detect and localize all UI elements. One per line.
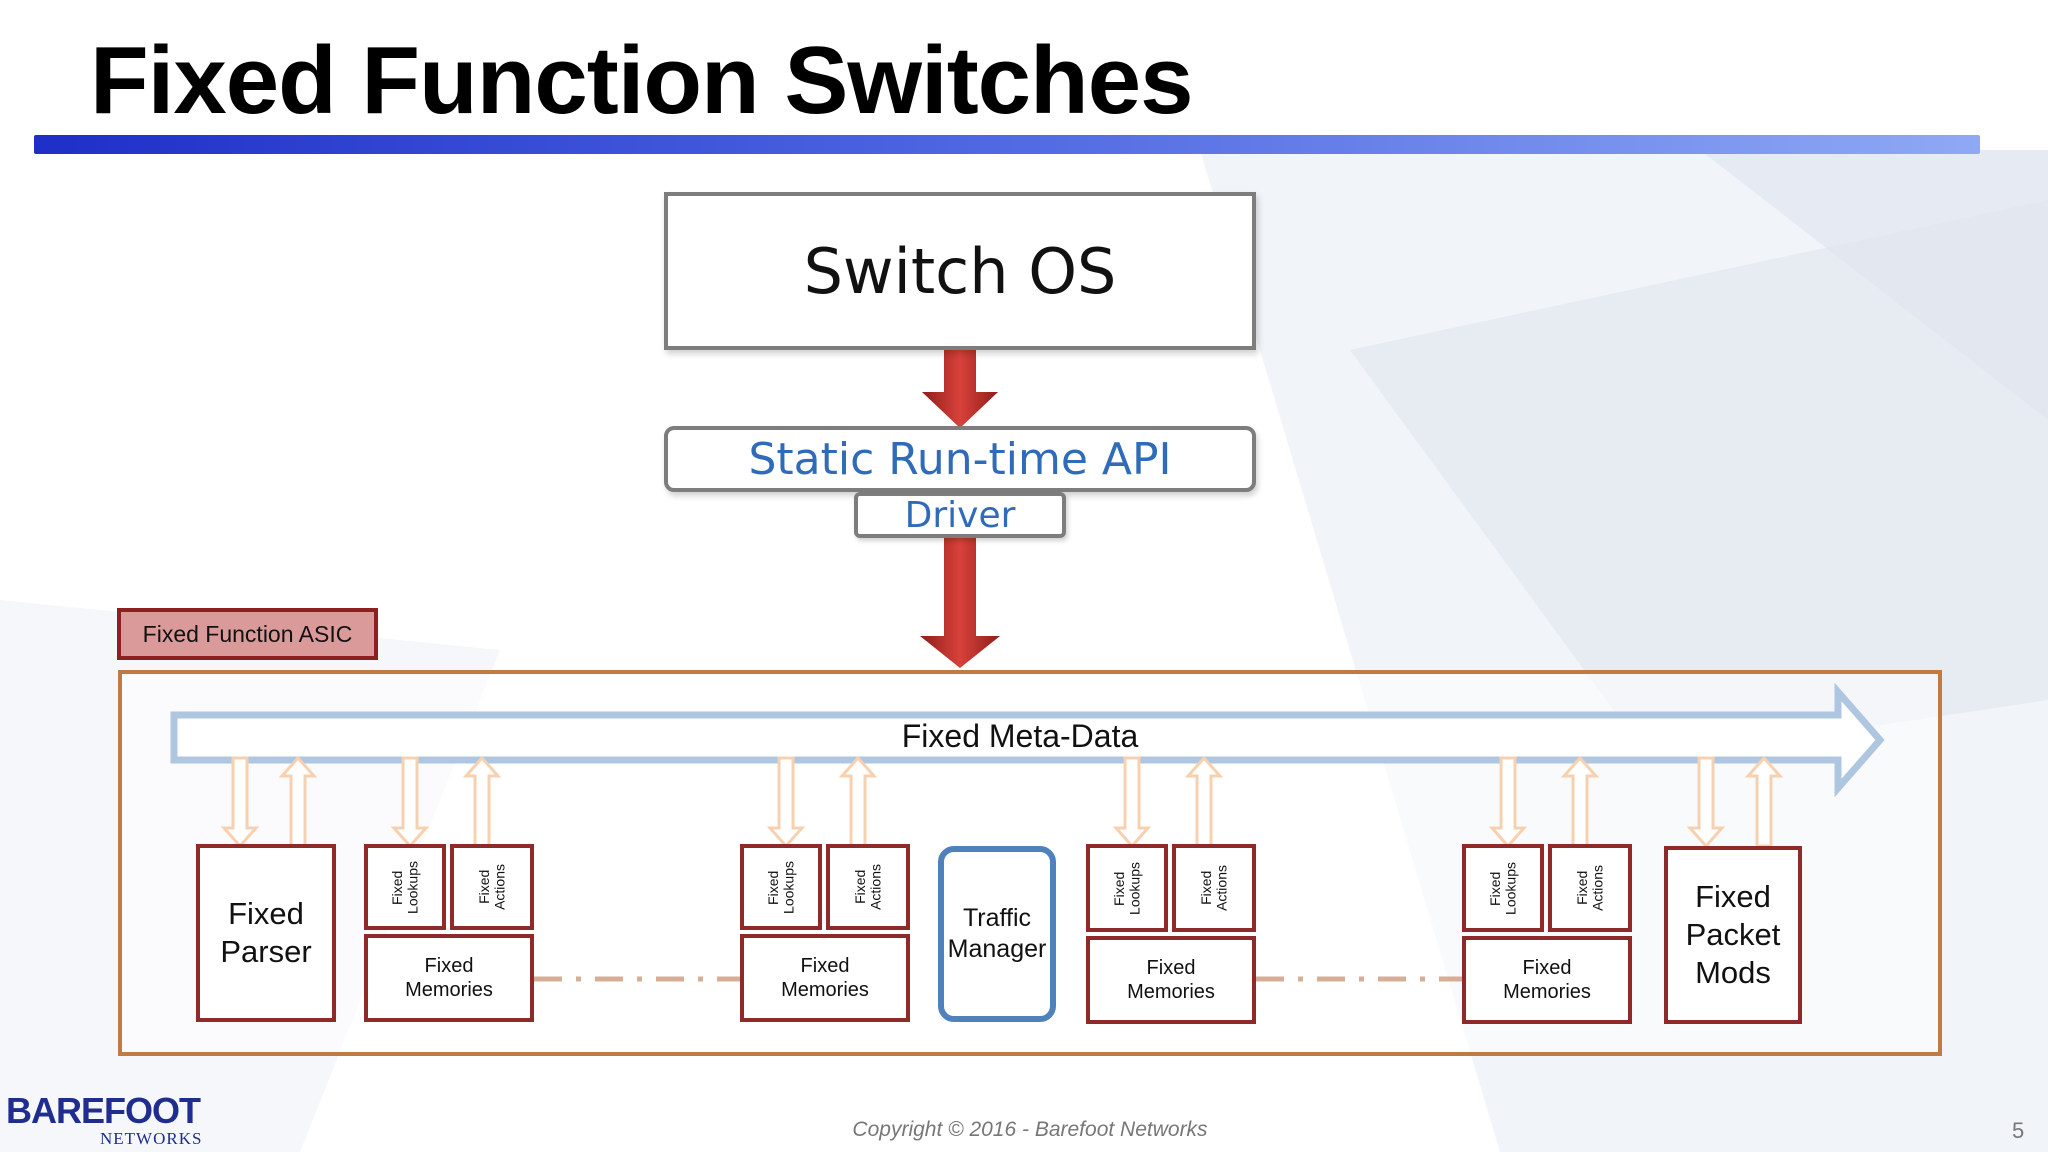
runtime-api-box: Static Run-time API <box>664 426 1256 492</box>
fixed-lookups-box: Fixed Lookups <box>364 844 446 930</box>
fixed-lookups-box: Fixed Lookups <box>1462 844 1544 932</box>
switch-os-box: Switch OS <box>664 192 1256 350</box>
fixed-memories-box: Fixed Memories <box>740 934 910 1022</box>
title-underline <box>34 135 1980 154</box>
driver-box: Driver <box>854 492 1066 538</box>
asic-label: Fixed Function ASIC <box>117 608 378 660</box>
page-title: Fixed Function Switches <box>90 27 1193 134</box>
fixed-memories-box: Fixed Memories <box>1086 936 1256 1024</box>
fixed-lookups-label: Fixed Lookups <box>388 860 420 914</box>
fixed-packet-mods-box: Fixed Packet Mods <box>1664 846 1802 1024</box>
fixed-actions-box: Fixed Actions <box>450 844 534 930</box>
fixed-lookups-box: Fixed Lookups <box>740 844 822 930</box>
barefoot-logo-subtitle: NETWORKS <box>100 1129 203 1148</box>
traffic-manager-box: Traffic Manager <box>938 846 1056 1022</box>
copyright-footer: Copyright © 2016 - Barefoot Networks <box>852 1118 1208 1141</box>
barefoot-logo: BAREFOOT <box>6 1090 201 1131</box>
fixed-lookups-box: Fixed Lookups <box>1086 844 1168 932</box>
fixed-memories-box: Fixed Memories <box>1462 936 1632 1024</box>
fixed-lookups-label: Fixed Lookups <box>1110 861 1142 915</box>
fixed-actions-label: Fixed Actions <box>475 864 507 910</box>
fixed-actions-box: Fixed Actions <box>1172 844 1256 932</box>
fixed-actions-label: Fixed Actions <box>851 864 883 910</box>
fixed-lookups-label: Fixed Lookups <box>1486 861 1518 915</box>
meta-data-label: Fixed Meta-Data <box>901 718 1139 754</box>
fixed-actions-label: Fixed Actions <box>1573 865 1605 911</box>
fixed-actions-label: Fixed Actions <box>1197 865 1229 911</box>
fixed-parser-box: Fixed Parser <box>196 844 336 1022</box>
fixed-actions-box: Fixed Actions <box>826 844 910 930</box>
page-number: 5 <box>2012 1118 2025 1143</box>
fixed-memories-box: Fixed Memories <box>364 934 534 1022</box>
fixed-actions-box: Fixed Actions <box>1548 844 1632 932</box>
fixed-lookups-label: Fixed Lookups <box>764 860 796 914</box>
